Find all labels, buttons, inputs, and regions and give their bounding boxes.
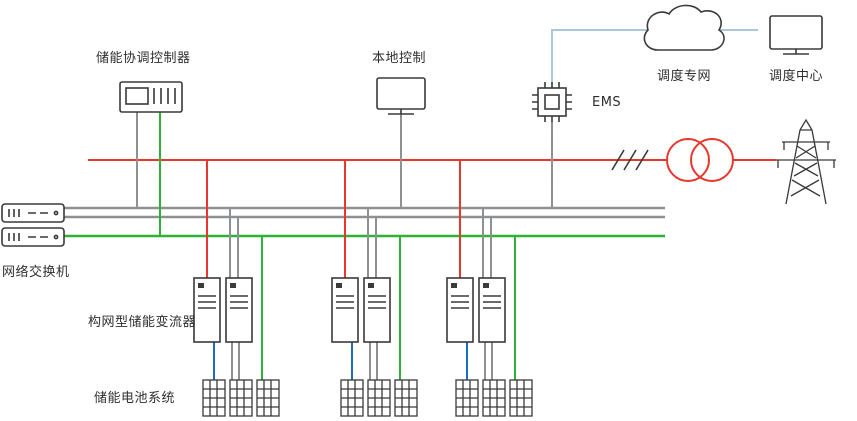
coordinator-controller-icon — [119, 81, 183, 113]
pcs-cabinet — [446, 277, 474, 343]
battery-system-label: 储能电池系统 — [94, 391, 176, 406]
battery-rack — [202, 379, 226, 417]
converter-label: 构网型储能变流器 — [88, 315, 197, 330]
local-control-label: 本地控制 — [372, 51, 427, 66]
network-switch-icon-top — [1, 203, 65, 223]
local-control-monitor-icon — [376, 77, 426, 115]
battery-rack — [367, 379, 391, 417]
battery-rack — [229, 379, 253, 417]
transmission-tower-icon — [776, 118, 836, 205]
ems-label: EMS — [592, 95, 622, 110]
battery-rack — [482, 379, 506, 417]
pcs-cabinet — [331, 277, 359, 343]
coordinator-label: 储能协调控制器 — [96, 51, 191, 66]
network-switch-icon-bottom — [1, 227, 65, 247]
pcs-cabinet — [478, 277, 506, 343]
pcs-battery-group-3 — [446, 160, 533, 417]
network-switch-label: 网络交换机 — [2, 265, 70, 280]
pcs-cabinet — [225, 277, 253, 343]
battery-rack — [394, 379, 418, 417]
dispatch-cloud-icon — [643, 4, 725, 51]
pcs-cabinet — [193, 277, 221, 343]
ems-chip-icon — [532, 82, 572, 122]
battery-rack — [455, 379, 479, 417]
line-break-marks — [611, 149, 649, 171]
battery-rack — [340, 379, 364, 417]
pcs-battery-group-2 — [331, 160, 418, 417]
pcs-battery-group-1 — [193, 160, 280, 417]
transformer-icon — [666, 138, 734, 182]
dispatch-center-monitor-icon — [769, 15, 823, 55]
battery-rack — [509, 379, 533, 417]
dispatch-center-label: 调度中心 — [769, 69, 824, 84]
battery-rack — [256, 379, 280, 417]
pcs-cabinet — [363, 277, 391, 343]
dispatch-network-label: 调度专网 — [657, 69, 712, 84]
